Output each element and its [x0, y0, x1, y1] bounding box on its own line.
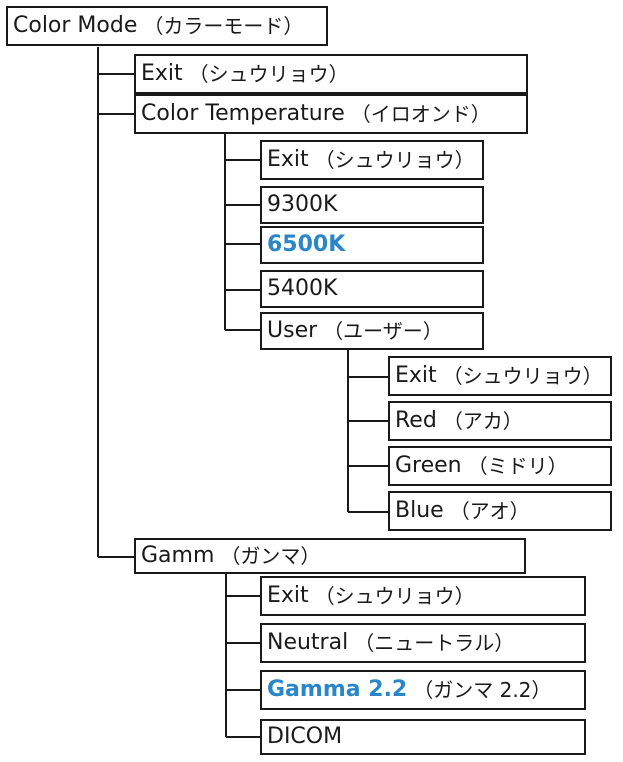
node-kana: （アカ）: [442, 409, 523, 433]
node-label: Exit: [267, 583, 309, 608]
node-label: Exit: [267, 147, 309, 172]
node-label: Gamm: [141, 543, 215, 568]
menu-node-gamma-2-2: Gamma 2.2 （ガンマ 2.2）: [260, 670, 586, 710]
node-kana: （アオ）: [449, 499, 530, 523]
node-label: 9300K: [267, 192, 338, 217]
node-label: Blue: [395, 498, 444, 523]
node-label: Color Mode: [13, 13, 138, 38]
menu-node-gamma-exit: Exit （シュウリョウ）: [260, 576, 586, 616]
node-label: Red: [395, 408, 437, 433]
node-kana: （カラーモード）: [143, 14, 304, 38]
node-label: User: [267, 318, 318, 343]
menu-node-neutral: Neutral （ニュートラル）: [260, 623, 586, 663]
node-label: 5400K: [267, 276, 338, 301]
menu-node-dicom: DICOM: [260, 719, 586, 755]
node-label: Gamma 2.2: [267, 677, 408, 702]
menu-node-color-temperature: Color Temperature （イロオンド）: [134, 94, 528, 134]
menu-node-5400k: 5400K: [260, 270, 484, 308]
node-kana: （ミドリ）: [467, 454, 568, 478]
node-label: Neutral: [267, 630, 349, 655]
menu-node-user-exit: Exit （シュウリョウ）: [388, 356, 612, 396]
node-kana: （ガンマ 2.2）: [413, 678, 552, 702]
menu-node-red: Red （アカ）: [388, 401, 612, 441]
node-label: Exit: [395, 363, 437, 388]
menu-node-9300k: 9300K: [260, 186, 484, 224]
node-label: DICOM: [267, 724, 343, 749]
node-kana: （シュウリョウ）: [314, 148, 475, 172]
menu-node-ct-exit: Exit （シュウリョウ）: [260, 140, 484, 180]
node-kana: （ユーザー）: [323, 319, 443, 343]
menu-node-color-mode: Color Mode （カラーモード）: [6, 6, 328, 46]
menu-node-green: Green （ミドリ）: [388, 446, 612, 486]
node-kana: （ニュートラル）: [354, 631, 515, 655]
node-label: 6500K: [267, 232, 346, 257]
node-label: Green: [395, 453, 462, 478]
node-kana: （シュウリョウ）: [314, 584, 475, 608]
node-kana: （イロオンド）: [350, 102, 491, 126]
menu-node-exit: Exit （シュウリョウ）: [134, 54, 528, 94]
node-kana: （シュウリョウ）: [442, 364, 603, 388]
menu-node-user: User （ユーザー）: [260, 312, 484, 350]
node-kana: （シュウリョウ）: [188, 62, 349, 86]
menu-node-blue: Blue （アオ）: [388, 491, 612, 531]
node-label: Color Temperature: [141, 101, 345, 126]
node-kana: （ガンマ）: [220, 544, 321, 568]
menu-node-gamma: Gamm （ガンマ）: [134, 538, 526, 574]
menu-node-6500k: 6500K: [260, 226, 484, 264]
node-label: Exit: [141, 61, 183, 86]
